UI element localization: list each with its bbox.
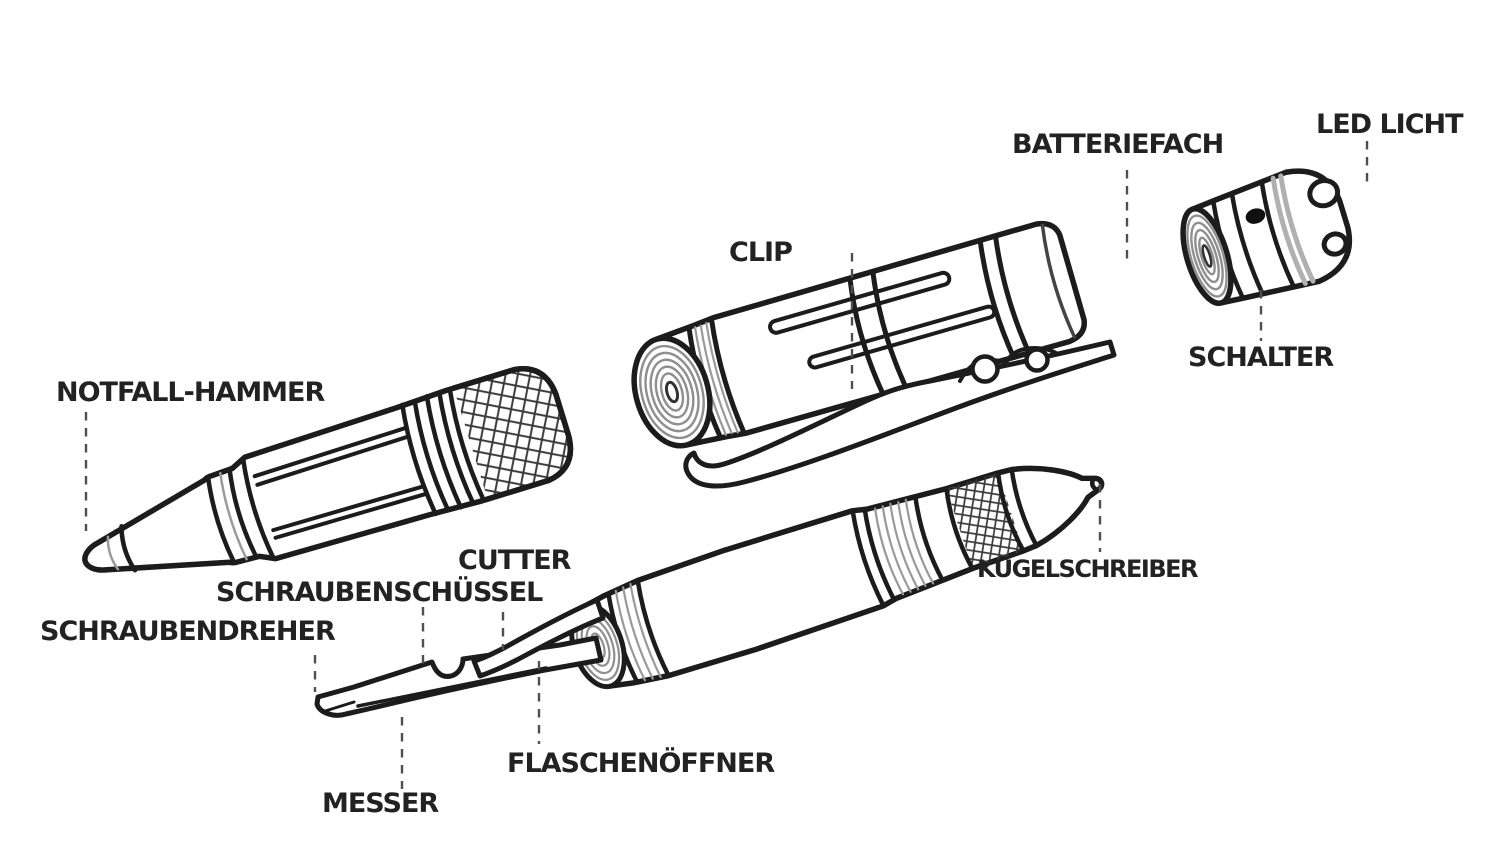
tube-mouth-inner-edge [664, 380, 680, 404]
pen-thread-shading [614, 498, 935, 682]
hammer-tip-part [82, 366, 574, 573]
cap-mouth-threads [1186, 214, 1228, 298]
led-hole [1307, 177, 1341, 209]
clip-rivet [970, 354, 1000, 384]
label-led-licht: LED LICHT [1316, 109, 1464, 140]
battery-tube-part [631, 220, 1088, 449]
hammer-ring-lines [119, 387, 486, 573]
label-notfall-hammer: NOTFALL-HAMMER [56, 377, 325, 408]
pocket-clip [683, 339, 1117, 489]
label-kugelschreiber: KUGELSCHREIBER [977, 555, 1199, 583]
tool-blade [314, 635, 604, 718]
cap-shade-band [1270, 173, 1316, 286]
tool-blade-ridge [356, 666, 548, 708]
tube-mouth-threads [639, 344, 705, 440]
hammer-knurl-fill [453, 368, 571, 500]
switch-dot [1245, 208, 1266, 224]
hammer-facet-lines [252, 426, 428, 540]
label-messer: MESSER [322, 788, 439, 819]
tube-silhouette [654, 220, 1088, 448]
hammer-cap-outline [450, 366, 574, 502]
fold-out-tool [314, 597, 606, 718]
label-cutter: CUTTER [458, 545, 571, 576]
cap-mouth-opening [1180, 206, 1234, 306]
opener-arm [471, 597, 606, 679]
clip-rivet [1024, 347, 1050, 373]
tube-mouth-opening [631, 335, 713, 449]
led-hole [1321, 231, 1349, 257]
leader-lines [84, 141, 1369, 789]
label-batteriefach: BATTERIEFACH [1012, 129, 1224, 160]
hammer-shade-lines [106, 471, 248, 571]
label-flaschenoeffner: FLASCHENÖFFNER [507, 748, 775, 779]
label-clip: CLIP [729, 237, 793, 268]
tube-slot [768, 270, 952, 335]
label-schraubendreher: SCHRAUBENDREHER [40, 616, 336, 647]
label-schalter: SCHALTER [1188, 342, 1334, 373]
pen-body-part [569, 465, 1105, 690]
led-cap-part [1180, 168, 1353, 306]
cap-mouth-inner-edge [1201, 244, 1213, 268]
screwdriver-tip-bevel [320, 700, 356, 714]
label-schraubenschuessel: SCHRAUBENSCHÜSSEL [216, 577, 543, 608]
tube-end-edge [1040, 223, 1077, 339]
